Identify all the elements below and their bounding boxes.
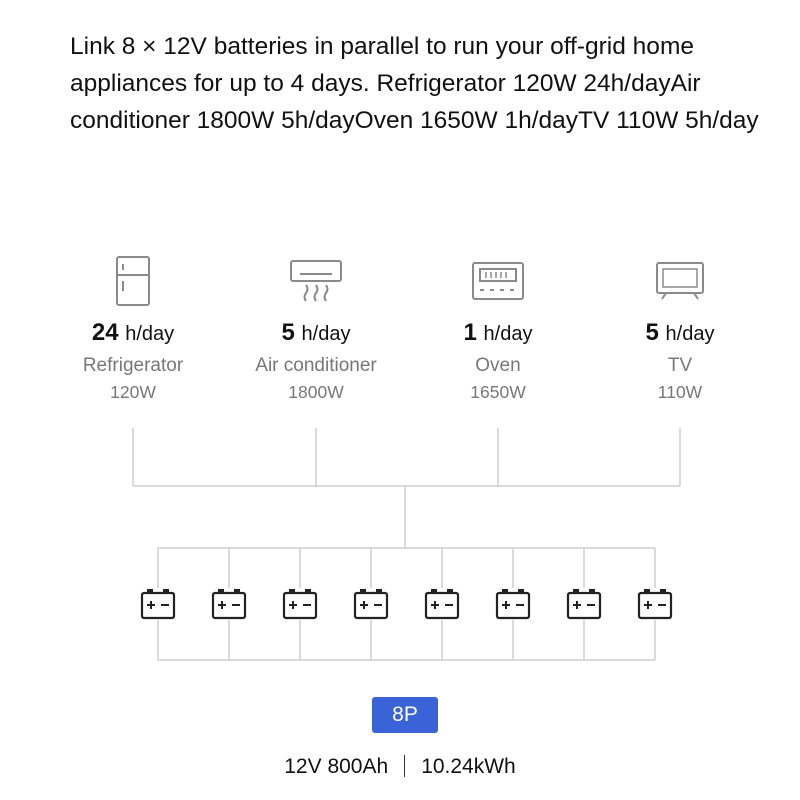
battery-spec: 12V 800Ah 10.24kWh [0,755,800,779]
battery-bottom-bus [157,620,656,661]
air-conditioner-hours: 5 h/day [281,319,351,346]
appliance-refrigerator: 24 h/day Refrigerator 120W [48,255,218,403]
oven-hours: 1 h/day [463,319,533,346]
refrigerator-hours: 24 h/day [91,319,175,346]
tv-icon [656,262,704,300]
voltage-capacity: 12V 800Ah [284,755,389,778]
spec-divider [404,755,406,777]
appliance-bus [132,428,681,548]
oven-icon [472,262,524,300]
air-conditioner-watt: 1800W [288,382,344,402]
parallel-badge: 8P [372,697,438,733]
tv-hours: 5 h/day [645,319,715,346]
battery-top-bus [157,547,656,588]
headline: Link 8 × 12V batteries in parallel to ru… [70,33,759,134]
refrigerator-watt: 120W [110,382,156,402]
battery-icon [637,588,673,625]
oven-name: Oven [475,355,521,376]
refrigerator-name: Refrigerator [82,355,184,376]
battery-icon [282,588,318,625]
appliance-tv: 5 h/day TV 110W [595,255,765,403]
battery-icon [495,588,531,625]
tv-name: TV [667,355,693,376]
battery-icon [353,588,389,625]
battery-icon [211,588,247,625]
tv-watt: 110W [657,382,703,402]
energy-capacity: 10.24kWh [421,755,516,778]
appliance-oven: 1 h/day Oven 1650W [413,255,583,403]
refrigerator-icon [116,256,150,306]
air-conditioner-name: Air conditioner [255,355,377,376]
appliance-air-conditioner: 5 h/day Air conditioner 1800W [231,255,401,403]
battery-icon [424,588,460,625]
oven-watt: 1650W [470,382,526,402]
air-conditioner-icon [290,260,342,302]
battery-icon [140,588,176,625]
battery-icon [566,588,602,625]
